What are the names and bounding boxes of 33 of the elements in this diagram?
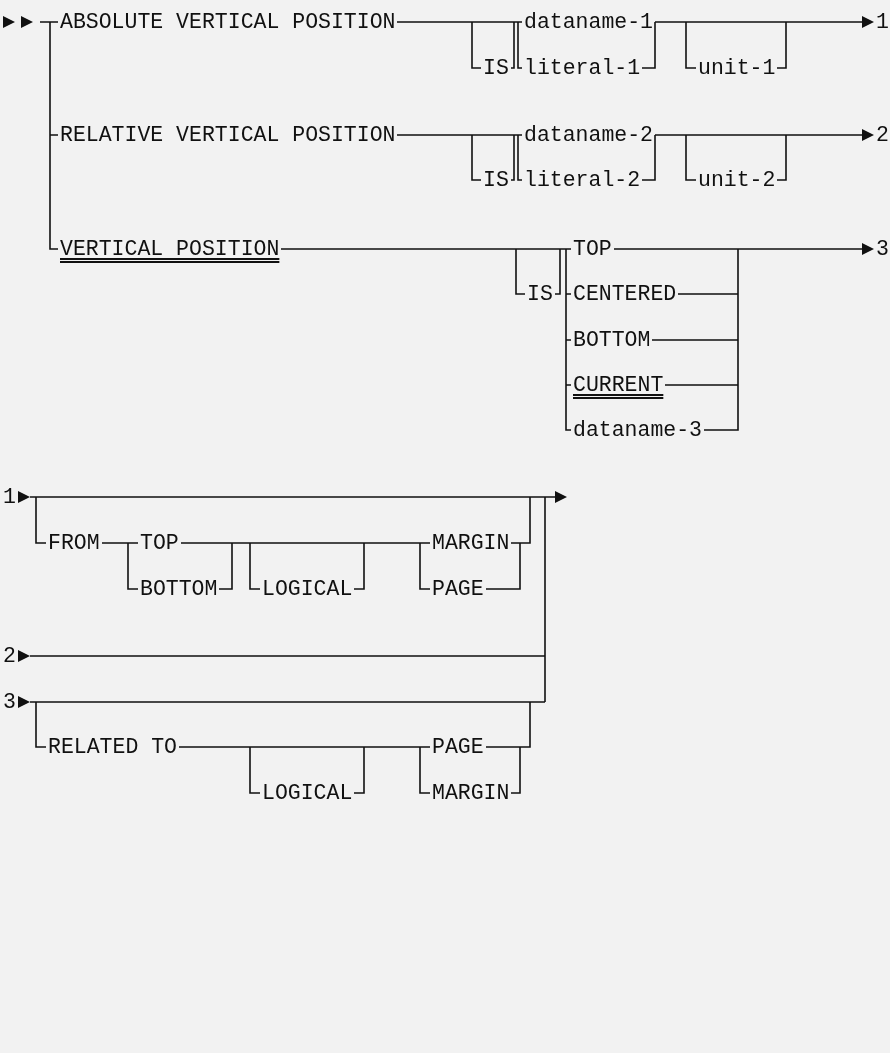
syntax-keyword: CENTERED (573, 282, 677, 306)
continuation-number: 2 (876, 123, 889, 147)
syntax-keyword: MARGIN (432, 781, 510, 805)
operand-name: literal-1 (524, 56, 641, 80)
syntax-keyword: TOP (140, 531, 179, 555)
operand-name: unit-2 (698, 168, 776, 192)
continuation-number: 1 (876, 10, 889, 34)
syntax-keyword: LOGICAL (262, 781, 353, 805)
syntax-keyword: BOTTOM (140, 577, 218, 601)
syntax-keyword: PAGE (432, 577, 484, 601)
syntax-keyword: BOTTOM (573, 328, 651, 352)
continuation-number: 2 (3, 644, 16, 668)
syntax-keyword: VERTICAL POSITION (60, 237, 280, 261)
syntax-keyword: IS (483, 168, 509, 192)
operand-name: dataname-3 (573, 418, 703, 442)
syntax-keyword: RELATED TO (48, 735, 178, 759)
syntax-keyword: PAGE (432, 735, 484, 759)
syntax-keyword: LOGICAL (262, 577, 353, 601)
syntax-keyword: CURRENT (573, 373, 664, 397)
operand-name: literal-2 (524, 168, 641, 192)
syntax-keyword: FROM (48, 531, 100, 555)
syntax-keyword: ABSOLUTE VERTICAL POSITION (60, 10, 396, 34)
continuation-number: 3 (3, 690, 16, 714)
syntax-keyword: MARGIN (432, 531, 510, 555)
syntax-keyword: IS (527, 282, 553, 306)
syntax-keyword: IS (483, 56, 509, 80)
syntax-keyword: RELATIVE VERTICAL POSITION (60, 123, 396, 147)
syntax-keyword: TOP (573, 237, 612, 261)
continuation-number: 1 (3, 485, 16, 509)
operand-name: dataname-2 (524, 123, 654, 147)
operand-name: unit-1 (698, 56, 776, 80)
operand-name: dataname-1 (524, 10, 654, 34)
continuation-number: 3 (876, 237, 889, 261)
